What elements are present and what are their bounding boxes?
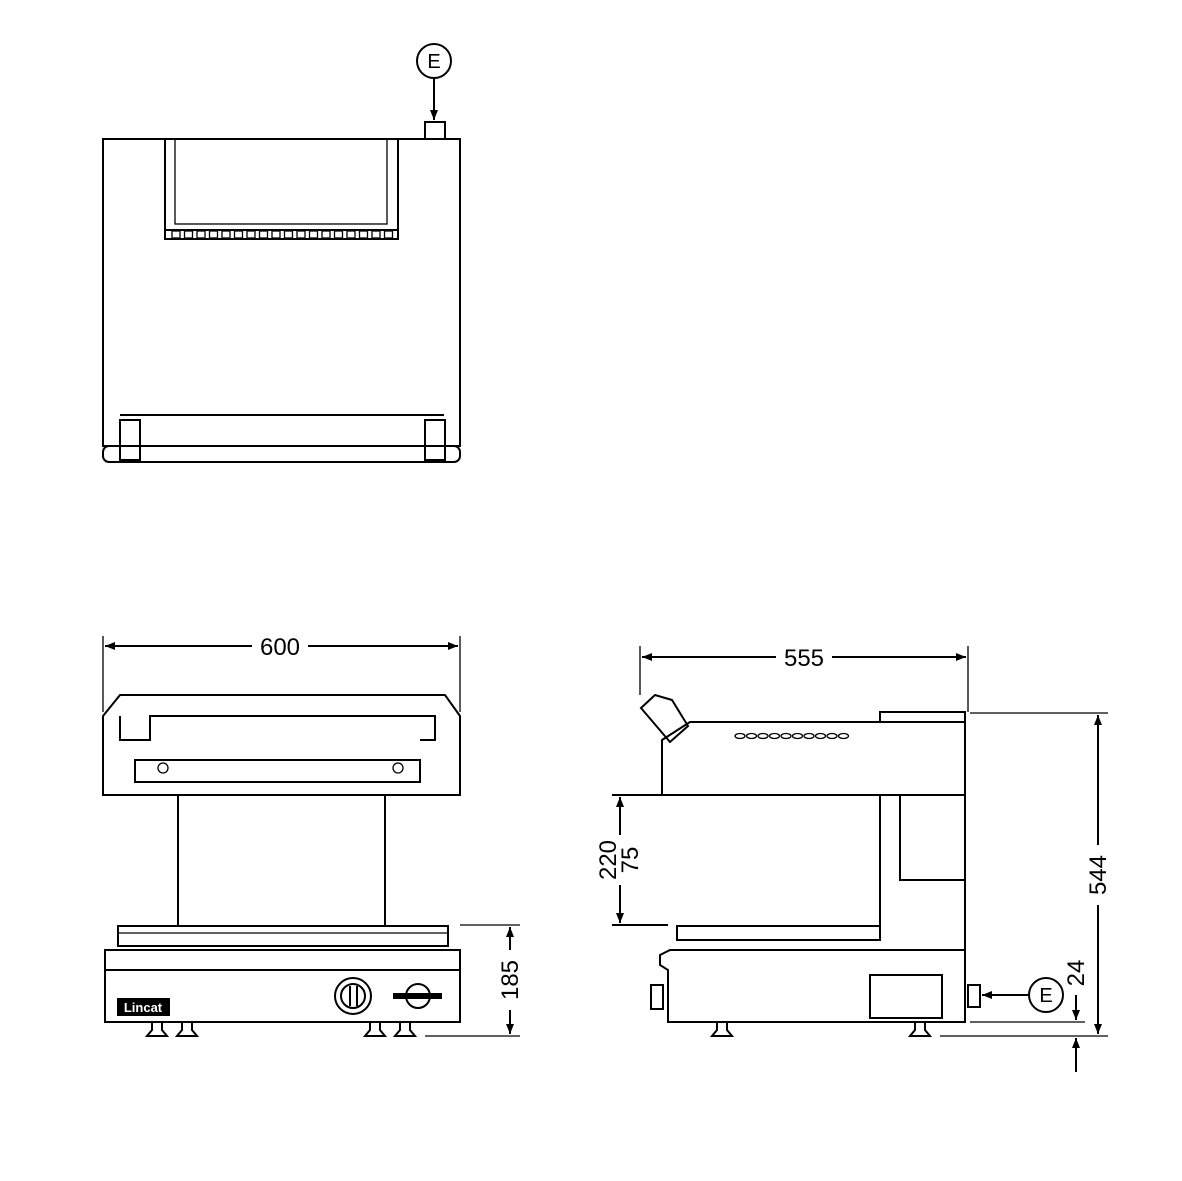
connection-label-top: E bbox=[427, 51, 440, 73]
dim-feet-height: 24 bbox=[1063, 960, 1090, 987]
adjustable-foot bbox=[362, 1022, 388, 1037]
top-view: E bbox=[102, 43, 461, 463]
grill-slot bbox=[346, 230, 356, 239]
grill-slot bbox=[358, 230, 369, 239]
connection-label-side: E bbox=[1039, 985, 1052, 1007]
grill-slot bbox=[183, 230, 194, 239]
side-view: 555 220 75 544 24 E bbox=[595, 645, 1112, 1072]
vent-slot bbox=[803, 732, 815, 740]
adjustable-foot bbox=[144, 1022, 170, 1037]
adjustable-foot bbox=[709, 1022, 735, 1037]
logo-text: Lincat bbox=[124, 1000, 163, 1015]
adjustable-foot bbox=[392, 1022, 418, 1037]
grill-slot bbox=[221, 230, 231, 239]
adjustable-foot bbox=[174, 1022, 200, 1037]
adjustable-foot bbox=[907, 1022, 933, 1037]
vent-slot bbox=[780, 732, 792, 740]
vent-slot bbox=[814, 732, 827, 740]
dim-side-depth: 555 bbox=[784, 645, 824, 672]
vent-slot bbox=[734, 732, 746, 740]
dim-gap-max: 220 bbox=[595, 840, 622, 880]
grill-slot bbox=[296, 230, 306, 239]
dim-front-width: 600 bbox=[260, 634, 300, 661]
dim-base-height: 185 bbox=[497, 960, 524, 1000]
grill-slot bbox=[321, 230, 331, 239]
grill-slot bbox=[246, 230, 256, 239]
vent-slot bbox=[837, 732, 850, 740]
dim-total-height: 544 bbox=[1085, 855, 1112, 895]
grill-slot bbox=[333, 230, 344, 239]
grill-slot bbox=[371, 230, 381, 239]
dim-gap-min: 75 bbox=[617, 847, 644, 874]
grill-slot bbox=[308, 230, 319, 239]
grill-slot bbox=[271, 230, 281, 239]
grill-slot bbox=[196, 230, 206, 239]
grill-slot bbox=[171, 230, 181, 239]
vent-slot bbox=[745, 732, 758, 740]
vent-slot bbox=[826, 732, 838, 740]
vent-slot bbox=[791, 732, 804, 740]
grill-slot bbox=[383, 230, 394, 239]
grill-slot bbox=[258, 230, 269, 239]
vent-slot bbox=[757, 732, 769, 740]
grill-slot bbox=[208, 230, 219, 239]
thermostat-knob-icon bbox=[334, 977, 372, 1015]
vent-slot bbox=[768, 732, 781, 740]
grill-slot bbox=[233, 230, 244, 239]
grill-slot bbox=[283, 230, 294, 239]
front-view: 600 Lincat 185 bbox=[102, 634, 524, 1037]
lincat-logo bbox=[117, 998, 170, 1016]
